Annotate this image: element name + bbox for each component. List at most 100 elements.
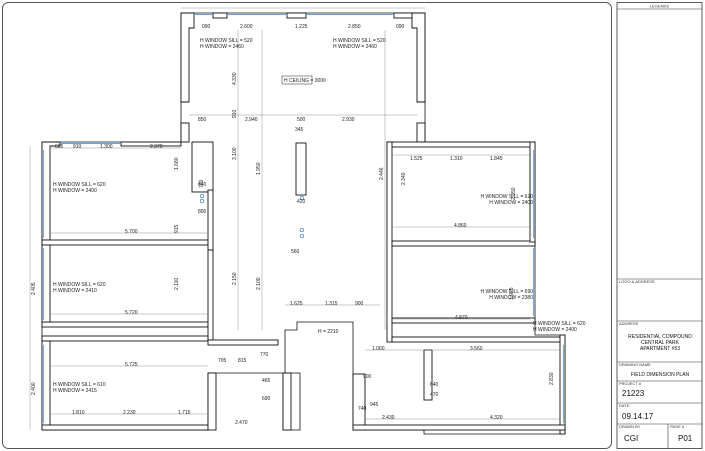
dim-345: 345	[295, 127, 304, 133]
dim-3560: 3.560	[470, 346, 483, 352]
dim-3100: 3.100	[232, 147, 238, 160]
dim-850: 850	[198, 117, 207, 123]
dim-1925: 1.925	[509, 287, 515, 300]
note-left1-sill: H WINDOW SILL = 620	[53, 182, 106, 188]
note-right2-window: H WINDOW = 2380	[489, 295, 533, 301]
dim-1625: 1.625	[290, 301, 303, 307]
dim-top-4: 2.850	[348, 24, 361, 30]
plan-walls	[41, 12, 566, 435]
logo-label: LOGO & ADDRESS	[619, 279, 655, 284]
plan-labels: 090 2.600 1.225 2.850 090 H WINDOW SILL …	[53, 24, 586, 426]
note-top-left-window: H WINDOW = 2460	[200, 44, 244, 50]
drawn-by-value: CGI	[624, 434, 638, 443]
window-lines	[43, 14, 564, 423]
dim-2940: 2.940	[245, 117, 258, 123]
dim-top-2: 2.600	[240, 24, 253, 30]
dim-705: 705	[218, 358, 227, 364]
date-value: 09.14.17	[622, 412, 654, 421]
ceiling-label-box	[281, 75, 313, 85]
note-ceiling: H CEILING = 3000	[284, 78, 326, 84]
note-right1-window: H WINDOW = 2400	[489, 200, 533, 206]
page-value: P01	[678, 434, 693, 443]
dim-770: 770	[260, 352, 269, 358]
dim-560: 560	[291, 249, 300, 255]
dim-1525: 1.525	[410, 156, 423, 162]
dim-420: 420	[297, 199, 306, 205]
vertical-dims: 4.330 3.100 1.950 2.150 2.100 2.446 2.11…	[31, 72, 555, 395]
note-top-right-sill: H WINDOW SILL = 520	[333, 38, 386, 44]
dim-470: 470	[430, 392, 439, 398]
note-left3-window: H WINDOW = 2415	[53, 388, 97, 394]
note-left3-sill: H WINDOW SILL = 610	[53, 382, 106, 388]
project-label: PROJECT #	[619, 381, 642, 386]
dim-2230: 2.230	[123, 410, 136, 416]
dim-4870: 4.870	[455, 315, 468, 321]
dim-2930: 2.930	[342, 117, 355, 123]
drawing-name: FIELD DIMENSION PLAN	[631, 372, 690, 378]
dim-top-5: 090	[396, 24, 405, 30]
dim-5725: 5.725	[125, 362, 138, 368]
drawn-by-label: DRAWN BY	[619, 424, 641, 429]
dim-1310: 1.310	[450, 156, 463, 162]
dim-740: 740	[358, 406, 367, 412]
dim-2446: 2.446	[379, 167, 385, 180]
legends-label: LEGENDS	[650, 3, 669, 8]
note-top-right-window: H WINDOW = 2460	[333, 44, 377, 50]
address-line-3: APARTMENT #53	[640, 346, 680, 352]
dim-2150: 2.150	[232, 272, 238, 285]
dim-910b: 910	[232, 109, 238, 118]
fixtures	[199, 193, 305, 239]
dim-910: 910	[73, 144, 82, 150]
dim-1680: 1.680	[174, 157, 180, 170]
dim-2430: 2.430	[382, 415, 395, 421]
dim-500: 500	[297, 117, 306, 123]
dim-465: 465	[262, 378, 271, 384]
title-block: LEGENDS LOGO & ADDRESS ADDRESS RESIDENTI…	[616, 2, 703, 449]
note-hall-height: H = 2210	[318, 329, 339, 335]
note-left1-window: H WINDOW = 2400	[53, 188, 97, 194]
page-label: PAGE #	[670, 424, 685, 429]
dim-945: 945	[370, 402, 379, 408]
dim-720: 720	[199, 179, 205, 188]
address-line-2: CENTRAL PARK	[641, 340, 679, 346]
dim-5700a: 5.700	[125, 229, 138, 235]
dim-1315: 1.315	[325, 301, 338, 307]
dim-605: 605	[55, 144, 64, 150]
dim-2350: 2.350	[511, 187, 517, 200]
dim-top-1: 090	[202, 24, 211, 30]
address-line-1: RESIDENTIAL COMPOUND	[628, 334, 692, 340]
note-left2-window: H WINDOW = 2410	[53, 288, 97, 294]
dim-2110: 2.110	[174, 278, 180, 290]
dim-900: 900	[355, 301, 364, 307]
dim-2470: 2.470	[235, 420, 248, 426]
note-left2-sill: H WINDOW SILL = 620	[53, 282, 106, 288]
dim-640: 640	[198, 182, 207, 188]
dim-690: 690	[262, 396, 271, 402]
dim-1715: 1.715	[178, 410, 191, 416]
sheet-border	[2, 2, 612, 449]
dim-4330: 4.330	[232, 72, 238, 85]
dim-2400: 2.400	[31, 382, 37, 395]
dim-4860: 4.860	[454, 223, 467, 229]
note-right1-sill: H WINDOW SILL = 620	[481, 194, 534, 200]
dim-5720: 5.720	[125, 310, 138, 316]
drawing-name-label: DRAWING NAME	[619, 362, 651, 367]
dim-4320: 4.320	[490, 415, 503, 421]
dim-1845: 1.845	[490, 156, 503, 162]
note-top-left-sill: H WINDOW SILL = 520	[200, 38, 253, 44]
dim-800: 800	[198, 209, 207, 215]
dim-2830: 2.830	[549, 372, 555, 385]
address-label: ADDRESS	[619, 321, 639, 326]
dim-915: 915	[174, 224, 180, 233]
note-right2-sill: H WINDOW SILL = 690	[481, 289, 534, 295]
dim-2100: 2.100	[256, 277, 262, 290]
date-label: DATE	[619, 403, 630, 408]
project-number: 21223	[622, 389, 645, 398]
dim-640b: 640	[430, 382, 439, 388]
dim-1060: 1.060	[372, 346, 385, 352]
dim-2405: 2.405	[31, 282, 37, 295]
dimension-lines	[29, 7, 560, 430]
dim-1300: 1.300	[100, 144, 113, 150]
dim-1810: 1.810	[72, 410, 85, 416]
